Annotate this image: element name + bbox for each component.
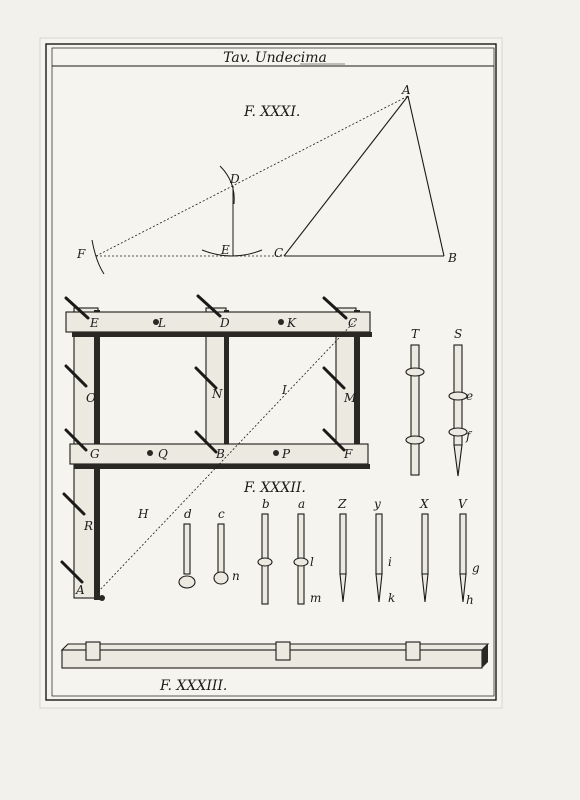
rod-T <box>410 344 420 476</box>
arc-E <box>201 249 263 257</box>
rod-Z-label: Z <box>337 497 347 511</box>
point-E: E <box>220 243 230 257</box>
rod-X <box>421 513 429 575</box>
rod-m-label: m <box>310 591 321 605</box>
label-H: H <box>137 507 149 521</box>
figure-33: F. XXXIII. <box>60 641 490 694</box>
rod-a-label: a <box>298 497 305 511</box>
rod-d <box>183 523 191 575</box>
clamp-2 <box>275 641 291 661</box>
rod-V-label: V <box>458 497 468 511</box>
label-R: R <box>83 519 93 533</box>
label-D: D <box>219 316 230 330</box>
point-F: F <box>76 247 86 261</box>
rod-l-label: l <box>310 555 314 569</box>
label-E: E <box>89 316 99 330</box>
dot-P <box>273 450 279 456</box>
clamp-3 <box>405 641 421 661</box>
rod-Z <box>339 513 347 575</box>
top-rail-shadow <box>72 332 372 337</box>
label-L: L <box>157 316 166 330</box>
point-C: C <box>274 246 283 260</box>
right-post-shadow <box>354 310 360 460</box>
rod-i-label: i <box>388 555 392 569</box>
beam-top <box>60 643 490 651</box>
rod-c <box>217 523 225 575</box>
label-F: F <box>343 447 353 461</box>
outer-border <box>45 43 497 701</box>
label-N: N <box>211 387 223 401</box>
label-P: P <box>281 447 291 461</box>
pegs <box>60 294 348 584</box>
label-G: G <box>90 447 100 461</box>
dot-Q <box>147 450 153 456</box>
label-O: O <box>86 391 96 405</box>
line-FA <box>95 95 409 257</box>
dot-A <box>99 595 105 601</box>
label-M: M <box>343 391 357 405</box>
rod-k-label: k <box>388 591 395 605</box>
clamp-1 <box>85 641 101 661</box>
rod-V <box>459 513 467 575</box>
fig33-label: F. XXXIII. <box>159 678 227 694</box>
arc-D <box>219 165 235 205</box>
rod-h-label: h <box>466 593 474 607</box>
rods: T S e f d c n b a l m Z y i <box>178 327 480 607</box>
bottom-rail-shadow <box>74 464 370 469</box>
plate-mark <box>39 37 503 709</box>
line-AB <box>407 95 445 257</box>
plate-title: Tav. Undecima <box>223 50 327 66</box>
label-K: K <box>286 316 297 330</box>
line-AC <box>283 95 409 257</box>
arc-F <box>91 239 105 275</box>
dot-L <box>153 319 159 325</box>
beam-end <box>482 644 488 668</box>
rod-f-label: f <box>465 429 473 443</box>
label-A: A <box>75 583 85 597</box>
point-B: B <box>447 251 457 265</box>
inner-border <box>51 47 495 697</box>
fig32-label: F. XXXII. <box>243 480 306 496</box>
fig31-label: F. XXXI. <box>243 104 300 120</box>
label-B: B <box>215 447 225 461</box>
rod-n-label: n <box>232 569 240 583</box>
rod-y-label: y <box>373 497 381 511</box>
rod-S-label: S <box>454 327 462 341</box>
rod-X-label: X <box>419 497 429 511</box>
rod-b-label: b <box>262 497 270 511</box>
rod-c-label: c <box>218 507 225 521</box>
label-Q: Q <box>158 447 168 461</box>
middle-post-shadow <box>224 310 229 460</box>
diagonal-AC <box>97 319 357 593</box>
rod-e-label: e <box>466 389 473 403</box>
rod-d-label: d <box>184 507 192 521</box>
rod-T-label: T <box>411 327 420 341</box>
dot-K <box>278 319 284 325</box>
figure-31: F. XXXI. A B C D E F <box>76 83 457 275</box>
label-C: C <box>348 316 357 330</box>
rod-y <box>375 513 383 575</box>
figure-32: E L D K C O N I M G Q B P F H R A F. XXX… <box>60 294 372 601</box>
point-A: A <box>401 83 411 97</box>
point-D: D <box>229 172 240 186</box>
label-I: I <box>281 383 287 397</box>
rod-g-label: g <box>472 561 480 575</box>
